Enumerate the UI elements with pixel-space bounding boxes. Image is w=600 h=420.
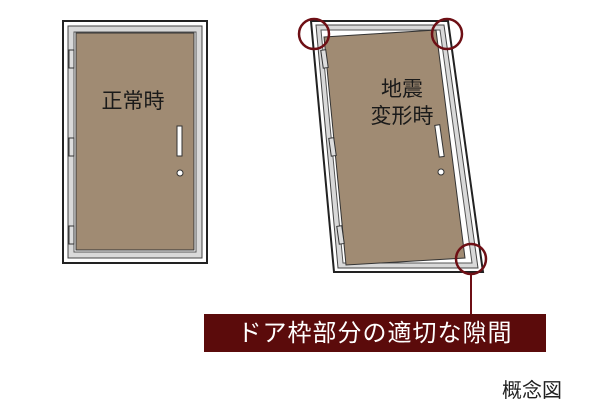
normal-door	[62, 20, 208, 264]
gap-caption: ドア枠部分の適切な隙間	[204, 314, 546, 352]
earthquake-label-line2: 変形時	[370, 104, 434, 128]
earthquake-door-label: 地震 変形時	[352, 76, 452, 130]
deformed-door	[297, 17, 488, 314]
highlight-circle-top-left	[297, 17, 331, 51]
normal-door-label: 正常時	[101, 89, 165, 113]
earthquake-label-line1: 地震	[381, 77, 423, 101]
highlight-circle-top-right	[430, 17, 464, 51]
concept-diagram-note: 概念図	[502, 378, 562, 402]
